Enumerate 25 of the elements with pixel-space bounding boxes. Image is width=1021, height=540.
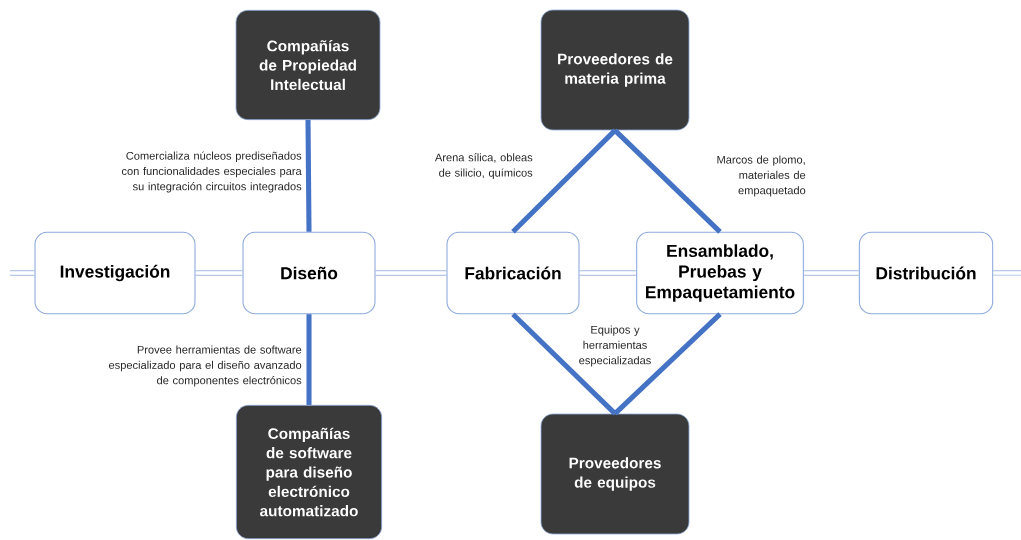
edge-label: Comercializa núcleos prediseñados con funcionalidades especiales para su integración circuitos integrados (121, 151, 302, 193)
connector-line (9, 270, 35, 276)
connector-line (613, 128, 722, 234)
stage-box: Distribución (858, 231, 994, 315)
connector-line (305, 120, 312, 232)
stage-box: Diseño (242, 231, 376, 315)
supplier-box: Proveedores de materia prima (540, 9, 690, 131)
edge-label: Arena sílica, obleas de silicio, químicos (434, 153, 533, 179)
connector-line (579, 270, 637, 276)
connector-line (511, 128, 617, 234)
connector-line (195, 270, 243, 276)
stage-box: Ensamblado, Pruebas y Empaquetamiento (636, 231, 804, 315)
connector-line (613, 312, 722, 416)
supplier-box: Compañías de Propiedad Intelectual (235, 9, 381, 121)
connector-line (511, 312, 617, 416)
stage-box: Fabricación (446, 231, 580, 315)
edge-label: Equipos y herramientas especializadas (579, 325, 651, 367)
edge-label: Provee herramientas de software especializado para el diseño avanzado de componentes electrónicos (109, 345, 302, 387)
stage-box: Investigación (34, 231, 196, 315)
connector-line (803, 270, 860, 276)
connector-line (306, 314, 312, 405)
edge-label: Marcos de plomo, materiales de empaquetado (717, 155, 806, 197)
supplier-box: Proveedores de equipos (540, 413, 690, 535)
connector-line (375, 270, 447, 276)
supplier-box: Compañías de software para diseño electrónico automatizado (235, 404, 383, 540)
